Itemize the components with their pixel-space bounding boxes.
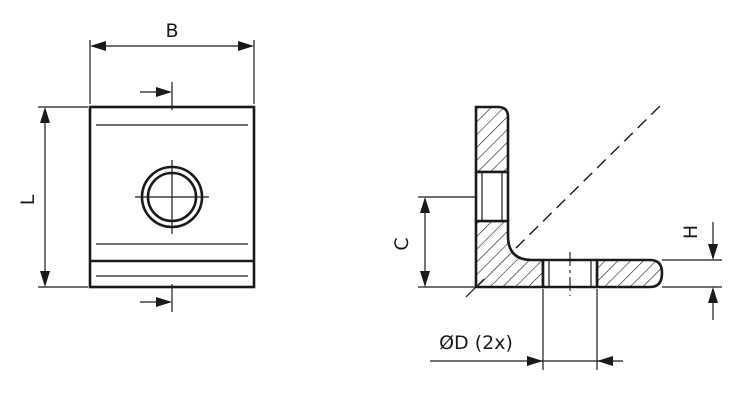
diagonal-dash-line [515, 105, 661, 249]
profile-horizontal-leg [595, 258, 664, 289]
profile-vertical-wall [474, 105, 510, 174]
section-arrow-bottom [156, 297, 172, 307]
wall-hole [476, 172, 508, 221]
dim-b-label: B [165, 20, 178, 42]
dim-l-label: L [17, 194, 39, 205]
front-view: B L [17, 20, 256, 312]
side-section-view: C H ØD (2x) [391, 105, 722, 370]
section-arrow-top [156, 87, 172, 97]
dim-d-label: ØD (2x) [439, 332, 513, 354]
dim-c-label: C [391, 237, 413, 250]
dim-h-label: H [680, 225, 702, 239]
